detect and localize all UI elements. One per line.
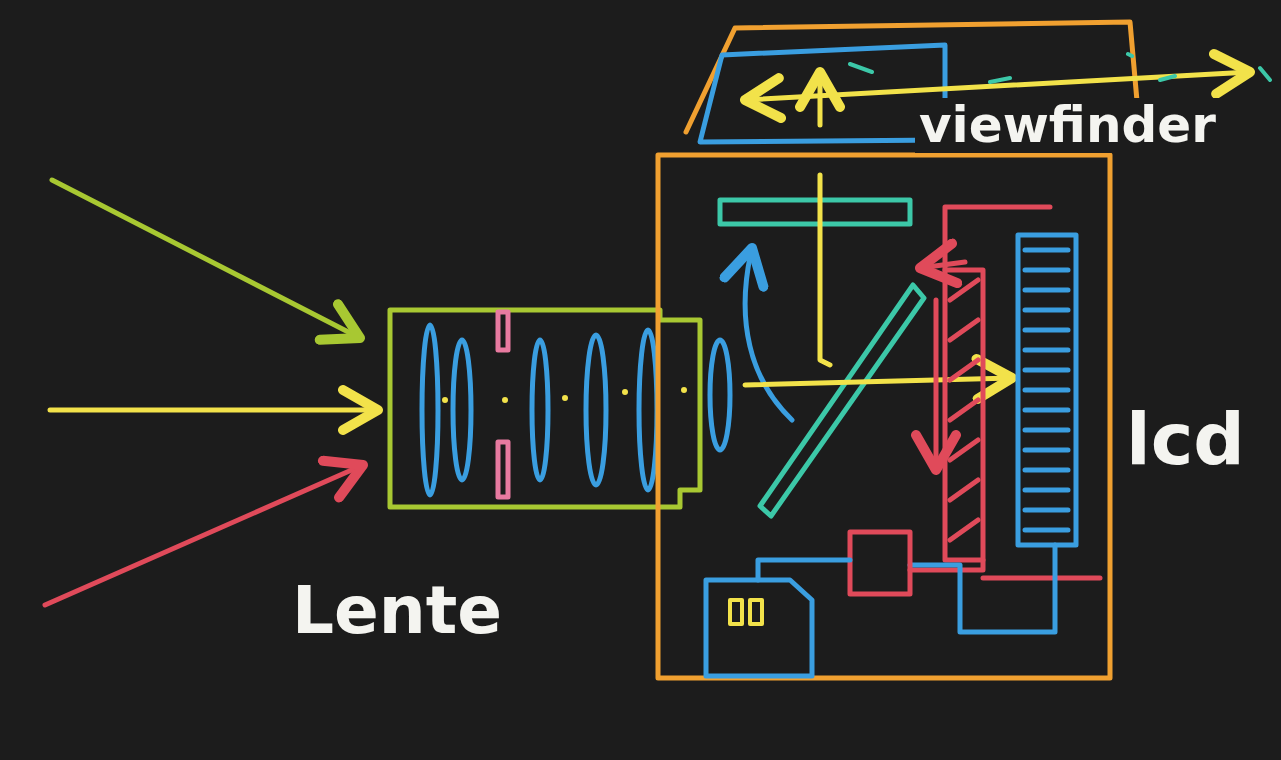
shutter: [910, 207, 1100, 578]
lens-label: Lente: [288, 575, 506, 648]
image-sensor: [1018, 235, 1076, 545]
processor-chip: [850, 532, 910, 594]
lens-elements: [422, 325, 730, 495]
focusing-screen: [720, 200, 910, 224]
light-path: [818, 72, 823, 125]
mirror: [760, 285, 924, 516]
aperture: [498, 312, 508, 497]
memory-card: [706, 580, 812, 676]
light-path: [820, 175, 830, 365]
card-contacts: [730, 600, 762, 624]
light-ray: [52, 180, 360, 338]
shutter-motion: [920, 262, 965, 268]
eyepiece-marks: [850, 54, 1270, 82]
wire: [910, 545, 1055, 632]
lens-barrel: [390, 310, 700, 507]
lcd-label: lcd: [1122, 400, 1249, 479]
pentaprism: [700, 45, 945, 142]
shutter-motion: [934, 300, 939, 470]
light-ray: [50, 408, 378, 413]
wire: [758, 560, 850, 580]
light-path: [745, 378, 1012, 385]
mirror-motion: [745, 248, 792, 420]
viewfinder-label: viewfinder: [915, 98, 1220, 153]
camera-body: [658, 155, 1110, 678]
optical-axis-dots: [442, 387, 687, 403]
